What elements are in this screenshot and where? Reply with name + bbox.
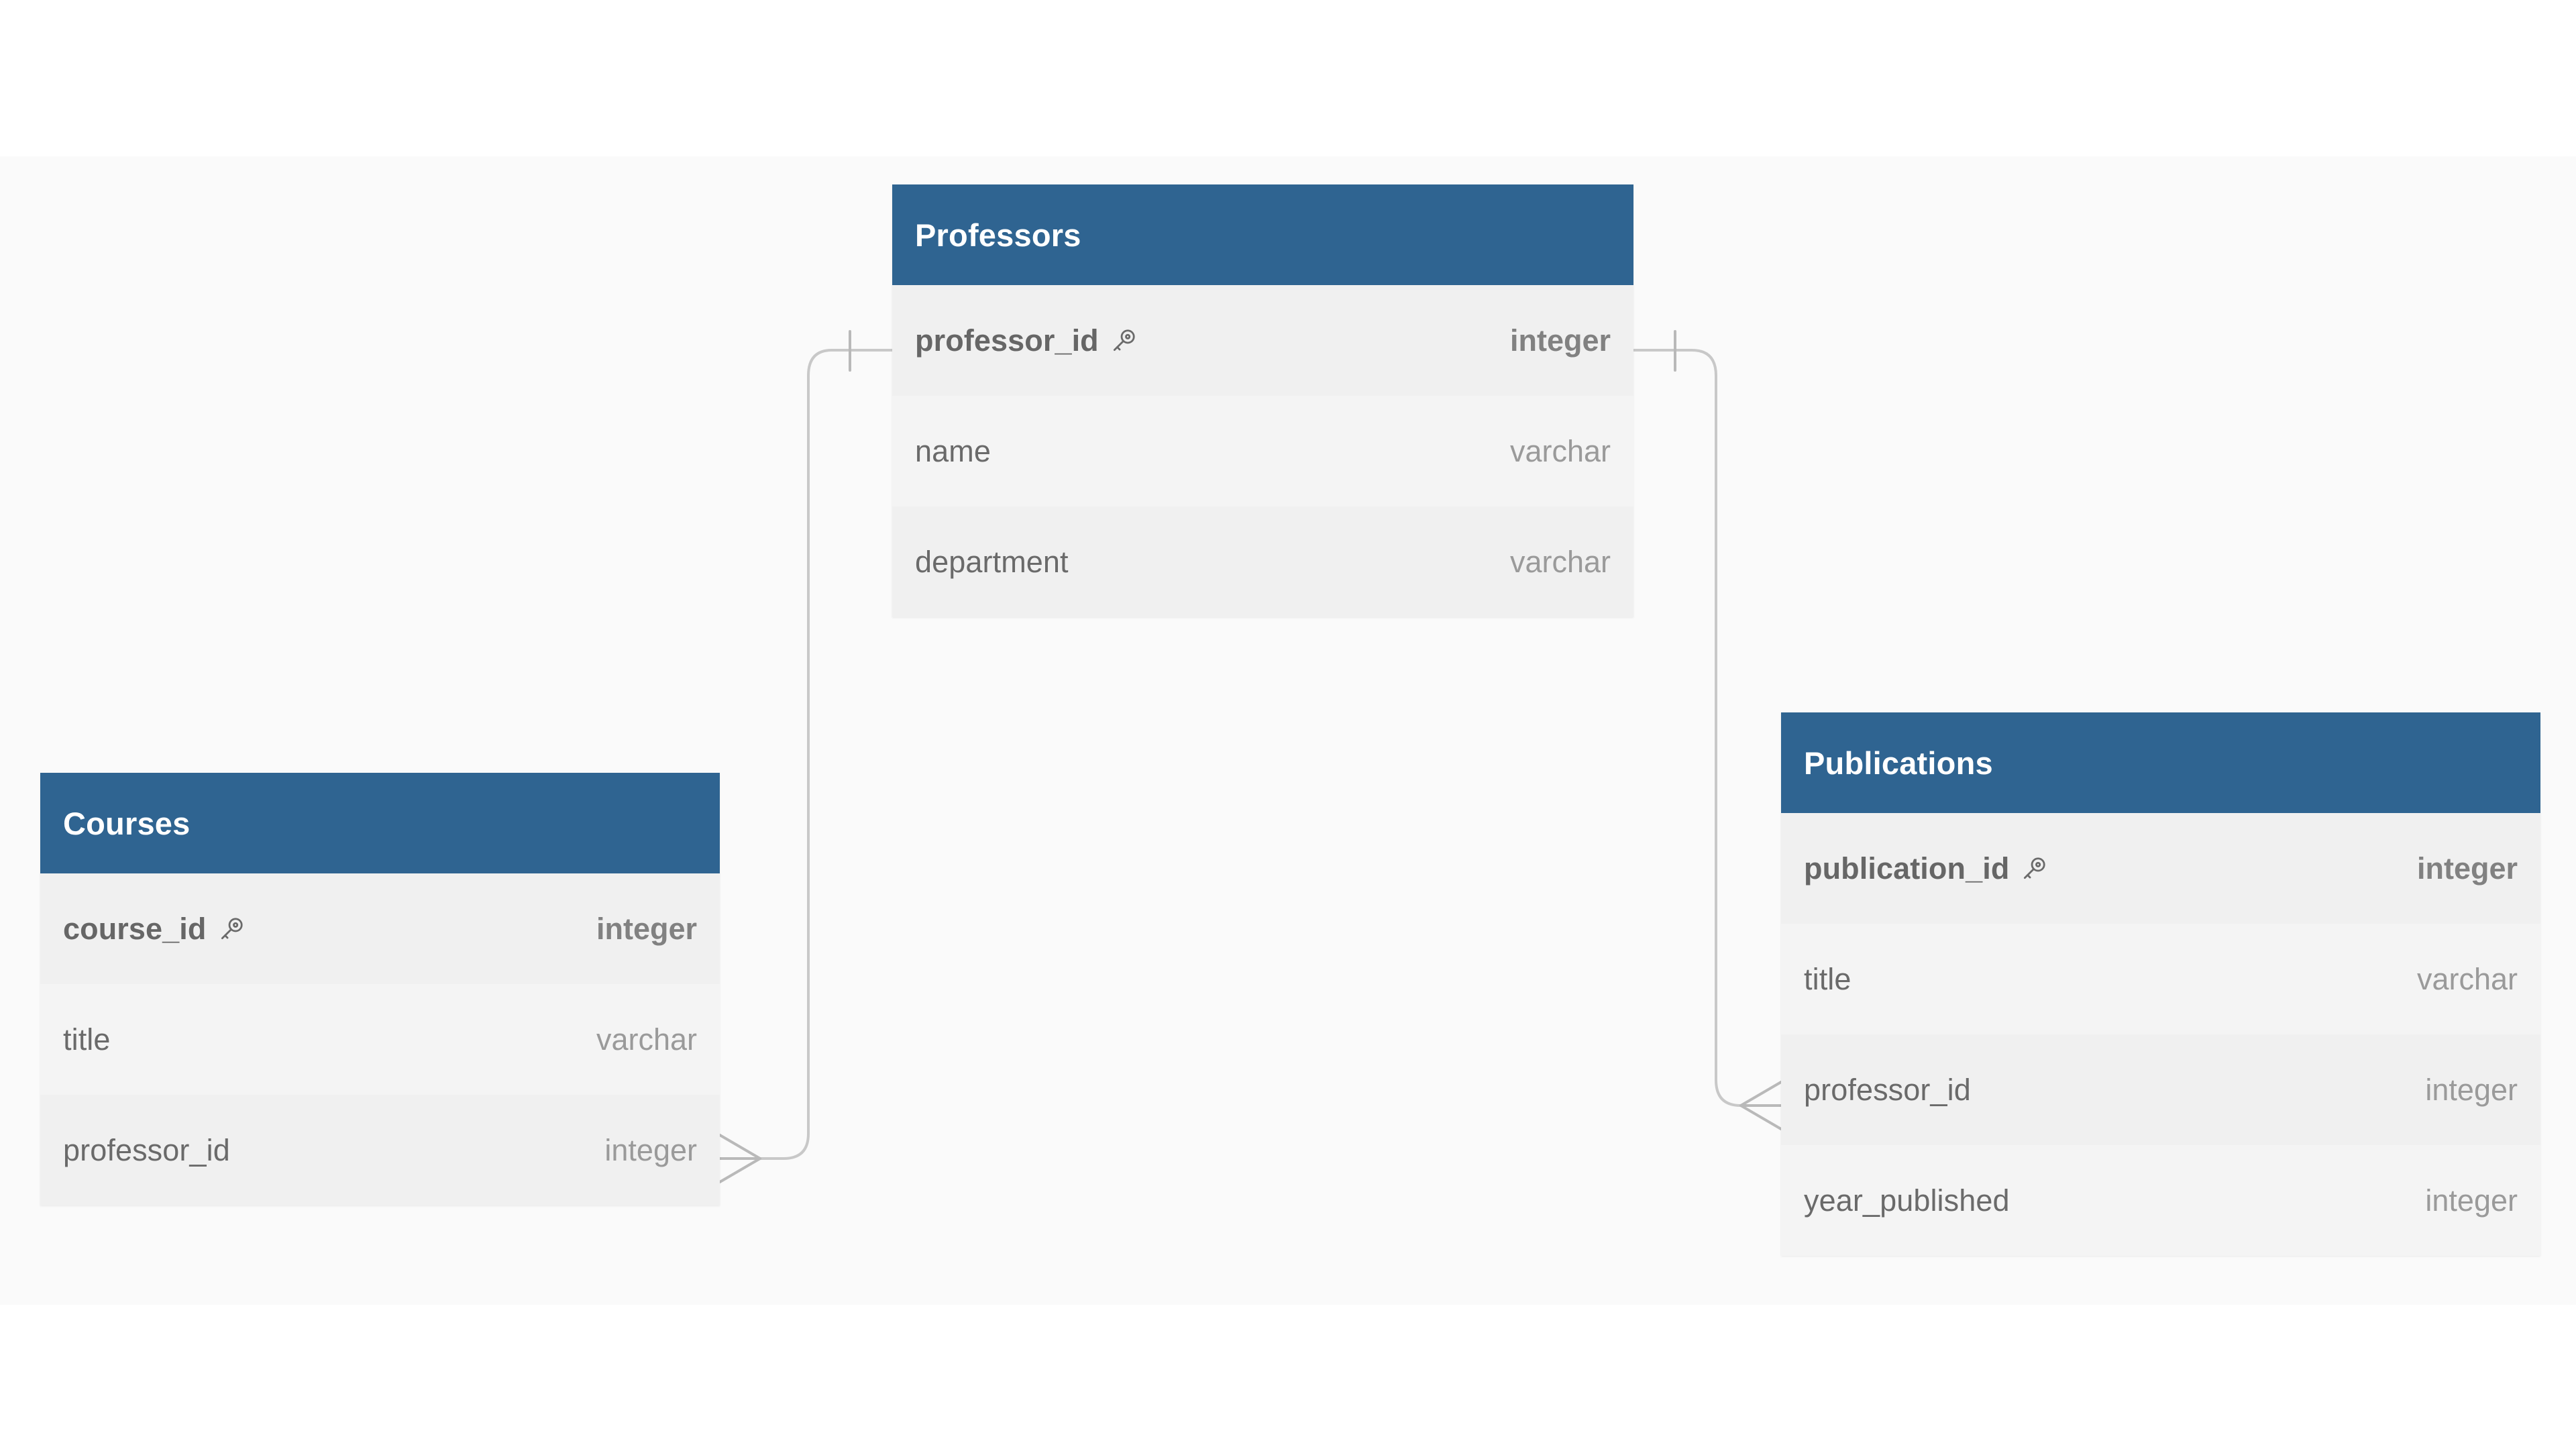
field-type: varchar (2416, 961, 2518, 996)
field-name: department (915, 544, 1069, 579)
field-name: name (915, 433, 991, 468)
entity-courses[interactable]: Courses course_id (40, 773, 720, 1205)
field-name: year_published (1804, 1183, 2010, 1218)
field-row[interactable]: professor_id integer (892, 285, 1633, 396)
entity-title: Professors (915, 217, 1081, 253)
entity-fields-publications: publication_id integer (1781, 813, 2540, 1256)
field-row[interactable]: publication_id integer (1781, 813, 2540, 924)
field-type: integer (2425, 1183, 2518, 1218)
key-icon (217, 915, 246, 943)
entity-fields-courses: course_id integer (40, 873, 720, 1205)
entity-title: Courses (63, 805, 191, 841)
field-row[interactable]: title varchar (1781, 924, 2540, 1034)
field-name: title (63, 1022, 111, 1057)
field-name: title (1804, 961, 1851, 996)
field-row[interactable]: year_published integer (1781, 1145, 2540, 1256)
entity-title: Publications (1804, 745, 1993, 781)
entity-header-professors: Professors (892, 184, 1633, 285)
key-icon (1110, 327, 1138, 355)
field-row[interactable]: name varchar (892, 396, 1633, 506)
field-type: integer (596, 911, 697, 946)
field-name: publication_id (1804, 851, 2010, 885)
field-type: integer (2416, 851, 2518, 885)
key-icon (2020, 855, 2048, 883)
field-row[interactable]: department varchar (892, 506, 1633, 617)
field-row[interactable]: professor_id integer (1781, 1034, 2540, 1145)
entity-header-courses: Courses (40, 773, 720, 873)
field-name: professor_id (1804, 1072, 1971, 1107)
field-type: varchar (1509, 433, 1611, 468)
field-type: varchar (596, 1022, 697, 1057)
entity-header-publications: Publications (1781, 712, 2540, 813)
field-name: course_id (63, 911, 207, 946)
field-row[interactable]: title varchar (40, 984, 720, 1095)
field-name: professor_id (915, 323, 1099, 358)
field-type: varchar (1509, 544, 1611, 579)
field-row[interactable]: professor_id integer (40, 1095, 720, 1205)
entity-professors[interactable]: Professors professor_id (892, 184, 1633, 617)
entity-publications[interactable]: Publications publication_id (1781, 712, 2540, 1256)
field-type: integer (2425, 1072, 2518, 1107)
field-name: professor_id (63, 1132, 230, 1167)
field-row[interactable]: course_id integer (40, 873, 720, 984)
field-type: integer (1509, 323, 1611, 358)
entity-fields-professors: professor_id integer (892, 285, 1633, 617)
field-type: integer (604, 1132, 697, 1167)
